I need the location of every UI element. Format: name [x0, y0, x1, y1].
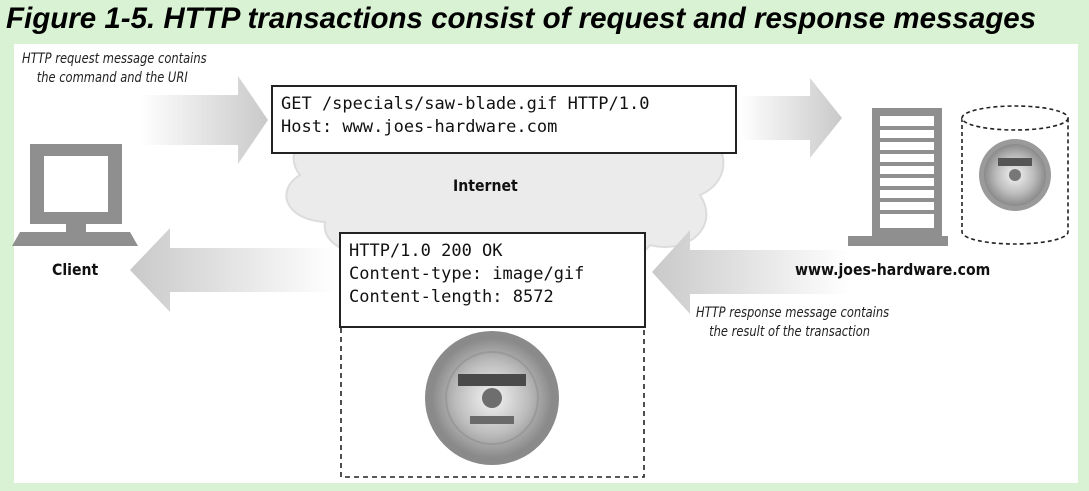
response-note-line2: the result of the transaction: [696, 323, 889, 342]
response-content-type: Content-type: image/gif: [349, 263, 636, 286]
saw-blade-icon: [425, 331, 559, 465]
internet-label: Internet: [453, 176, 518, 195]
server-icon: [848, 108, 948, 246]
request-arrow-right: [740, 78, 842, 158]
request-note: HTTP request message contains the comman…: [22, 50, 207, 88]
saw-blade-icon: [979, 139, 1051, 211]
client-label: Client: [52, 260, 98, 279]
request-host-header: Host: www.joes-hardware.com: [281, 116, 727, 139]
response-note-line1: HTTP response message contains: [696, 304, 889, 323]
request-arrow-left: [140, 76, 268, 164]
response-status-line: HTTP/1.0 200 OK: [349, 240, 636, 263]
response-arrow-left: [130, 228, 335, 312]
request-note-line1: HTTP request message contains: [22, 50, 207, 69]
request-message-box: GET /specials/saw-blade.gif HTTP/1.0 Hos…: [271, 85, 737, 154]
client-computer-icon: [12, 144, 138, 246]
request-line: GET /specials/saw-blade.gif HTTP/1.0: [281, 93, 727, 116]
response-note: HTTP response message contains the resul…: [696, 304, 889, 342]
server-label: www.joes-hardware.com: [795, 260, 990, 279]
response-content-length: Content-length: 8572: [349, 286, 636, 309]
response-message-box: HTTP/1.0 200 OK Content-type: image/gif …: [339, 232, 646, 328]
request-note-line2: the command and the URI: [22, 69, 207, 88]
